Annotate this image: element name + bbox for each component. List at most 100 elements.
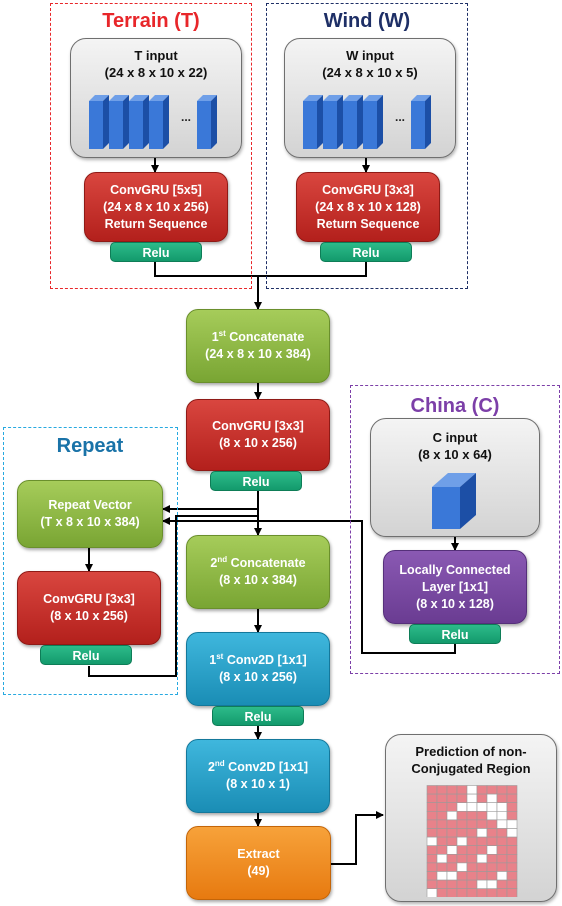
node-label: Conv2D [1x1] — [223, 653, 307, 667]
repeat-frame — [3, 427, 178, 695]
t-input-name: T input — [134, 48, 178, 63]
grid-cell — [446, 802, 458, 812]
grid-cell — [496, 836, 508, 846]
grid-cell — [426, 836, 438, 846]
grid-cell — [486, 810, 498, 821]
grid-cell — [506, 871, 518, 881]
grid-cell — [456, 854, 468, 864]
grid-cell — [446, 828, 458, 838]
grid-cell — [476, 862, 488, 872]
grid-cell — [486, 854, 498, 864]
grid-cell — [446, 819, 458, 829]
grid-cell — [466, 871, 478, 881]
node-label: Concatenate — [225, 330, 305, 344]
node-label-2: Layer [1x1] — [421, 579, 488, 594]
node-label: Extract — [237, 847, 280, 861]
output-title-2: Conjugated Region — [411, 761, 531, 776]
grid-cell — [486, 845, 498, 855]
ellipsis-t: ... — [181, 110, 191, 124]
node-label: Locally Connected — [399, 562, 511, 577]
grid-cell — [426, 793, 438, 804]
grid-cell — [476, 836, 488, 846]
node-label: ConvGRU [3x3] — [43, 592, 135, 606]
wind-frame — [266, 3, 468, 289]
convgru-terrain-node: ConvGRU [5x5] (24 x 8 x 10 x 256) Return… — [84, 172, 228, 242]
node-shape: (8 x 10 x 128) — [416, 596, 494, 611]
grid-cell — [486, 836, 498, 846]
w-input-box: W input (24 x 8 x 10 x 5) ... — [284, 38, 456, 158]
convgru-repeat-node: ConvGRU [3x3] (8 x 10 x 256) — [17, 571, 161, 645]
c-input-box: C input (8 x 10 x 64) — [370, 418, 540, 537]
w-input-name: W input — [346, 48, 394, 63]
grid-cell — [426, 785, 438, 795]
node-shape: (24 x 8 x 10 x 256) — [103, 199, 209, 214]
node-option: Return Sequence — [316, 216, 420, 231]
grid-cell — [456, 810, 468, 821]
arrow-china-to-repeat — [162, 517, 456, 654]
node-shape: (8 x 10 x 256) — [219, 436, 297, 450]
grid-cell — [496, 802, 508, 812]
output-title-1: Prediction of non- — [415, 744, 527, 759]
grid-cell — [466, 879, 478, 889]
node-shape: (49) — [247, 864, 270, 878]
grid-cell — [466, 888, 478, 897]
cube-icon — [432, 473, 476, 529]
grid-cell — [436, 862, 448, 872]
grid-cell — [466, 862, 478, 872]
grid-cell — [436, 793, 448, 804]
node-shape: (T x 8 x 10 x 384) — [40, 515, 140, 529]
ordinal: 1 — [211, 330, 219, 344]
grid-cell — [446, 879, 458, 889]
tensor-stack-icon: ... — [303, 95, 431, 149]
grid-cell — [486, 862, 498, 872]
grid-cell — [476, 845, 488, 855]
terrain-frame — [50, 3, 252, 289]
grid-cell — [466, 854, 478, 864]
grid-cell — [506, 810, 518, 821]
grid-cell — [496, 879, 508, 889]
china-title: China (C) — [410, 395, 500, 417]
grid-cell — [496, 819, 508, 829]
ordinal-suffix: nd — [217, 554, 228, 564]
grid-cell — [506, 888, 518, 897]
grid-cell — [456, 845, 468, 855]
arrow-extract-output — [331, 811, 384, 865]
grid-cell — [446, 785, 458, 795]
terrain-title: Terrain (T) — [102, 10, 200, 32]
grid-cell — [426, 862, 438, 872]
tensor-slices — [89, 95, 217, 149]
grid-cell — [496, 810, 508, 821]
china-frame — [350, 385, 560, 674]
grid-cell — [506, 828, 518, 838]
grid-cell — [506, 862, 518, 872]
grid-cell — [486, 879, 498, 889]
grid-cell — [456, 871, 468, 881]
grid-cell — [456, 819, 468, 829]
grid-cell — [496, 828, 508, 838]
grid-cell — [436, 854, 448, 864]
grid-cell — [456, 862, 468, 872]
grid-cell — [496, 785, 508, 795]
grid-cell — [486, 793, 498, 804]
grid-cell — [476, 785, 488, 795]
node-label: ConvGRU [3x3] — [212, 419, 304, 433]
ordinal-suffix: st — [216, 651, 224, 661]
ellipsis-w: ... — [395, 110, 405, 124]
grid-cell — [446, 836, 458, 846]
grid-cell — [486, 785, 498, 795]
prediction-output-box: Prediction of non- Conjugated Region — [385, 734, 557, 902]
grid-cell — [426, 871, 438, 881]
grid-cell — [446, 793, 458, 804]
t-input-box: T input (24 x 8 x 10 x 22) ... — [70, 38, 242, 158]
concatenate-1-node: 1st Concatenate (24 x 8 x 10 x 384) — [186, 309, 330, 383]
grid-cell — [436, 828, 448, 838]
grid-cell — [476, 871, 488, 881]
grid-cell — [426, 845, 438, 855]
grid-cell — [476, 828, 488, 838]
grid-cell — [456, 888, 468, 897]
grid-cell — [446, 888, 458, 897]
repeat-title: Repeat — [56, 435, 124, 457]
ordinal: 2 — [207, 760, 215, 774]
grid-cell — [506, 785, 518, 795]
grid-cell — [456, 785, 468, 795]
